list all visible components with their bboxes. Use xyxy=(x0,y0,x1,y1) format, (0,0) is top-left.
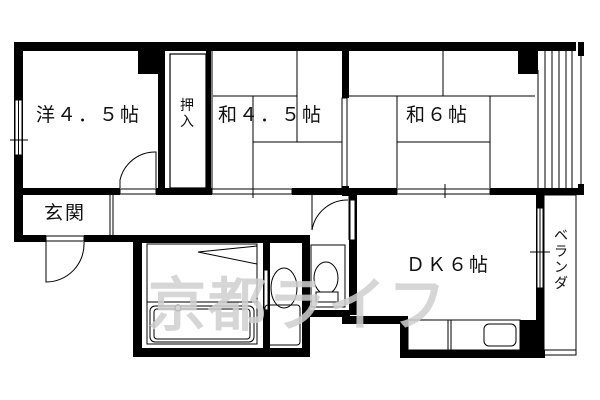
room-label-entrance: 玄関 xyxy=(44,202,87,224)
room-label-dining-kitchen: ＤＫ６帖 xyxy=(406,254,491,276)
room-label-closet: 押入 xyxy=(180,98,194,130)
watermark: 京都ライフ xyxy=(148,271,449,339)
room-label-western: 洋４．５帖 xyxy=(36,104,142,126)
room-label-veranda: ベランダ xyxy=(554,228,568,292)
room-label-japanese-large: 和６帖 xyxy=(406,104,470,126)
top-wall xyxy=(14,42,576,51)
room-label-japanese-small: 和４．５帖 xyxy=(218,104,324,126)
